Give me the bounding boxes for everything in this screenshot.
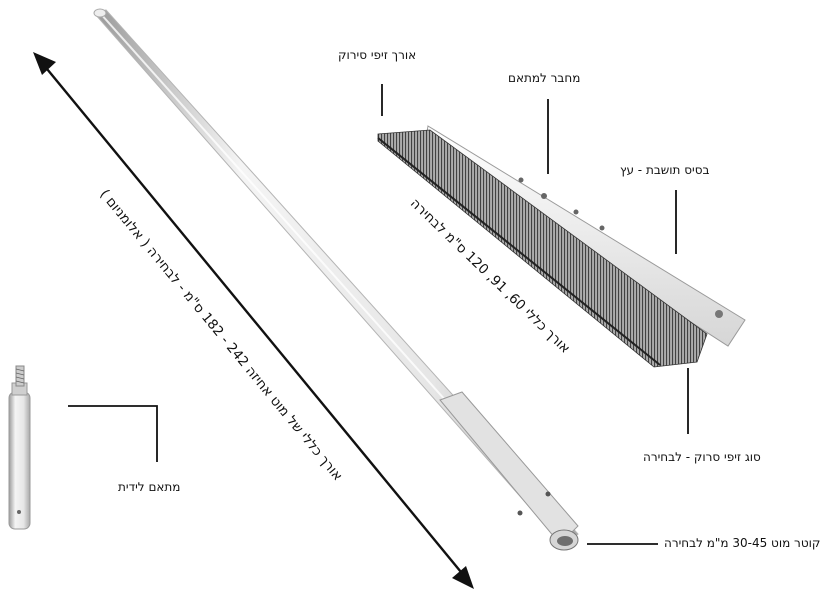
label-bristle-length: אורך זיפי סירוק — [338, 48, 417, 62]
label-adapter-connector: מחבר למתאם — [508, 71, 581, 85]
arrow-head-bottom — [452, 566, 474, 589]
pole-length-arrow — [37, 57, 471, 584]
leader-lines — [68, 84, 689, 545]
label-handle-adapter: מתאם לידית — [118, 480, 181, 494]
pole-tip — [439, 391, 579, 551]
arrow-head-top — [33, 52, 56, 75]
adapter-part — [8, 365, 31, 530]
label-base-material: בסיס תושבת - עץ — [620, 163, 710, 177]
brush-head — [377, 125, 746, 368]
label-pole-diameter: קוטר מוט 30-45 מ"מ לבחירה — [664, 536, 821, 550]
label-bristle-type: סוג זיפי סרוק - לבחירה — [643, 450, 761, 464]
